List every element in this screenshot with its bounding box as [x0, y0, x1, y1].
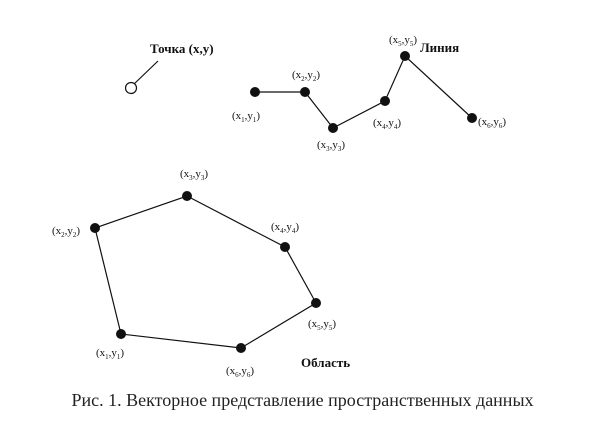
- line-vertex-4: [380, 96, 390, 106]
- area-vertex-4: [280, 242, 290, 252]
- area-vertex-label-1: (x1,y1): [96, 347, 124, 361]
- line-title: Линия: [420, 40, 459, 55]
- figure-caption: Рис. 1. Векторное представление простран…: [71, 390, 534, 410]
- line-vertex-label-3: (x3,y3): [317, 139, 345, 153]
- area-vertex-label-5: (x5,y5): [308, 318, 336, 332]
- line-vertex-2: [300, 87, 310, 97]
- line-feature: Линия (x1,y1) (x2,y2) (x3,y3) (x4,y4) (x5,y5…: [232, 34, 506, 153]
- line-vertex-label-5: (x5,y5): [389, 34, 417, 48]
- area-feature: Область (x1,y1) (x2,y2) (x3,y3) (x4,y4) (x5,…: [52, 168, 350, 379]
- area-vertex-6: [236, 343, 246, 353]
- line-polyline: [255, 54, 473, 129]
- line-vertex-5: [400, 51, 410, 61]
- area-vertex-2: [90, 223, 100, 233]
- line-vertex-1: [250, 87, 260, 97]
- line-vertex-6: [467, 113, 477, 123]
- line-vertex-label-1: (x1,y1): [232, 110, 260, 124]
- line-vertex-label-4: (x4,y4): [373, 117, 401, 131]
- area-vertex-5: [311, 298, 321, 308]
- point-marker: [124, 81, 138, 95]
- area-vertex-label-4: (x4,y4): [271, 221, 299, 235]
- area-title: Область: [301, 355, 350, 370]
- point-label: Точка (x,y): [150, 41, 214, 56]
- point-leader-line: [132, 60, 159, 86]
- line-vertex-label-2: (x2,y2): [292, 69, 320, 83]
- line-vertex-3: [328, 123, 338, 133]
- area-polygon: [94, 195, 317, 349]
- area-vertex-label-6: (x6,y6): [226, 365, 254, 379]
- area-vertex-label-2: (x2,y2): [52, 225, 80, 239]
- area-vertex-3: [182, 191, 192, 201]
- line-vertex-label-6: (x6,y6): [478, 116, 506, 130]
- point-feature: Точка (x,y): [124, 41, 214, 95]
- area-vertex-1: [116, 329, 126, 339]
- area-vertex-label-3: (x3,y3): [180, 168, 208, 182]
